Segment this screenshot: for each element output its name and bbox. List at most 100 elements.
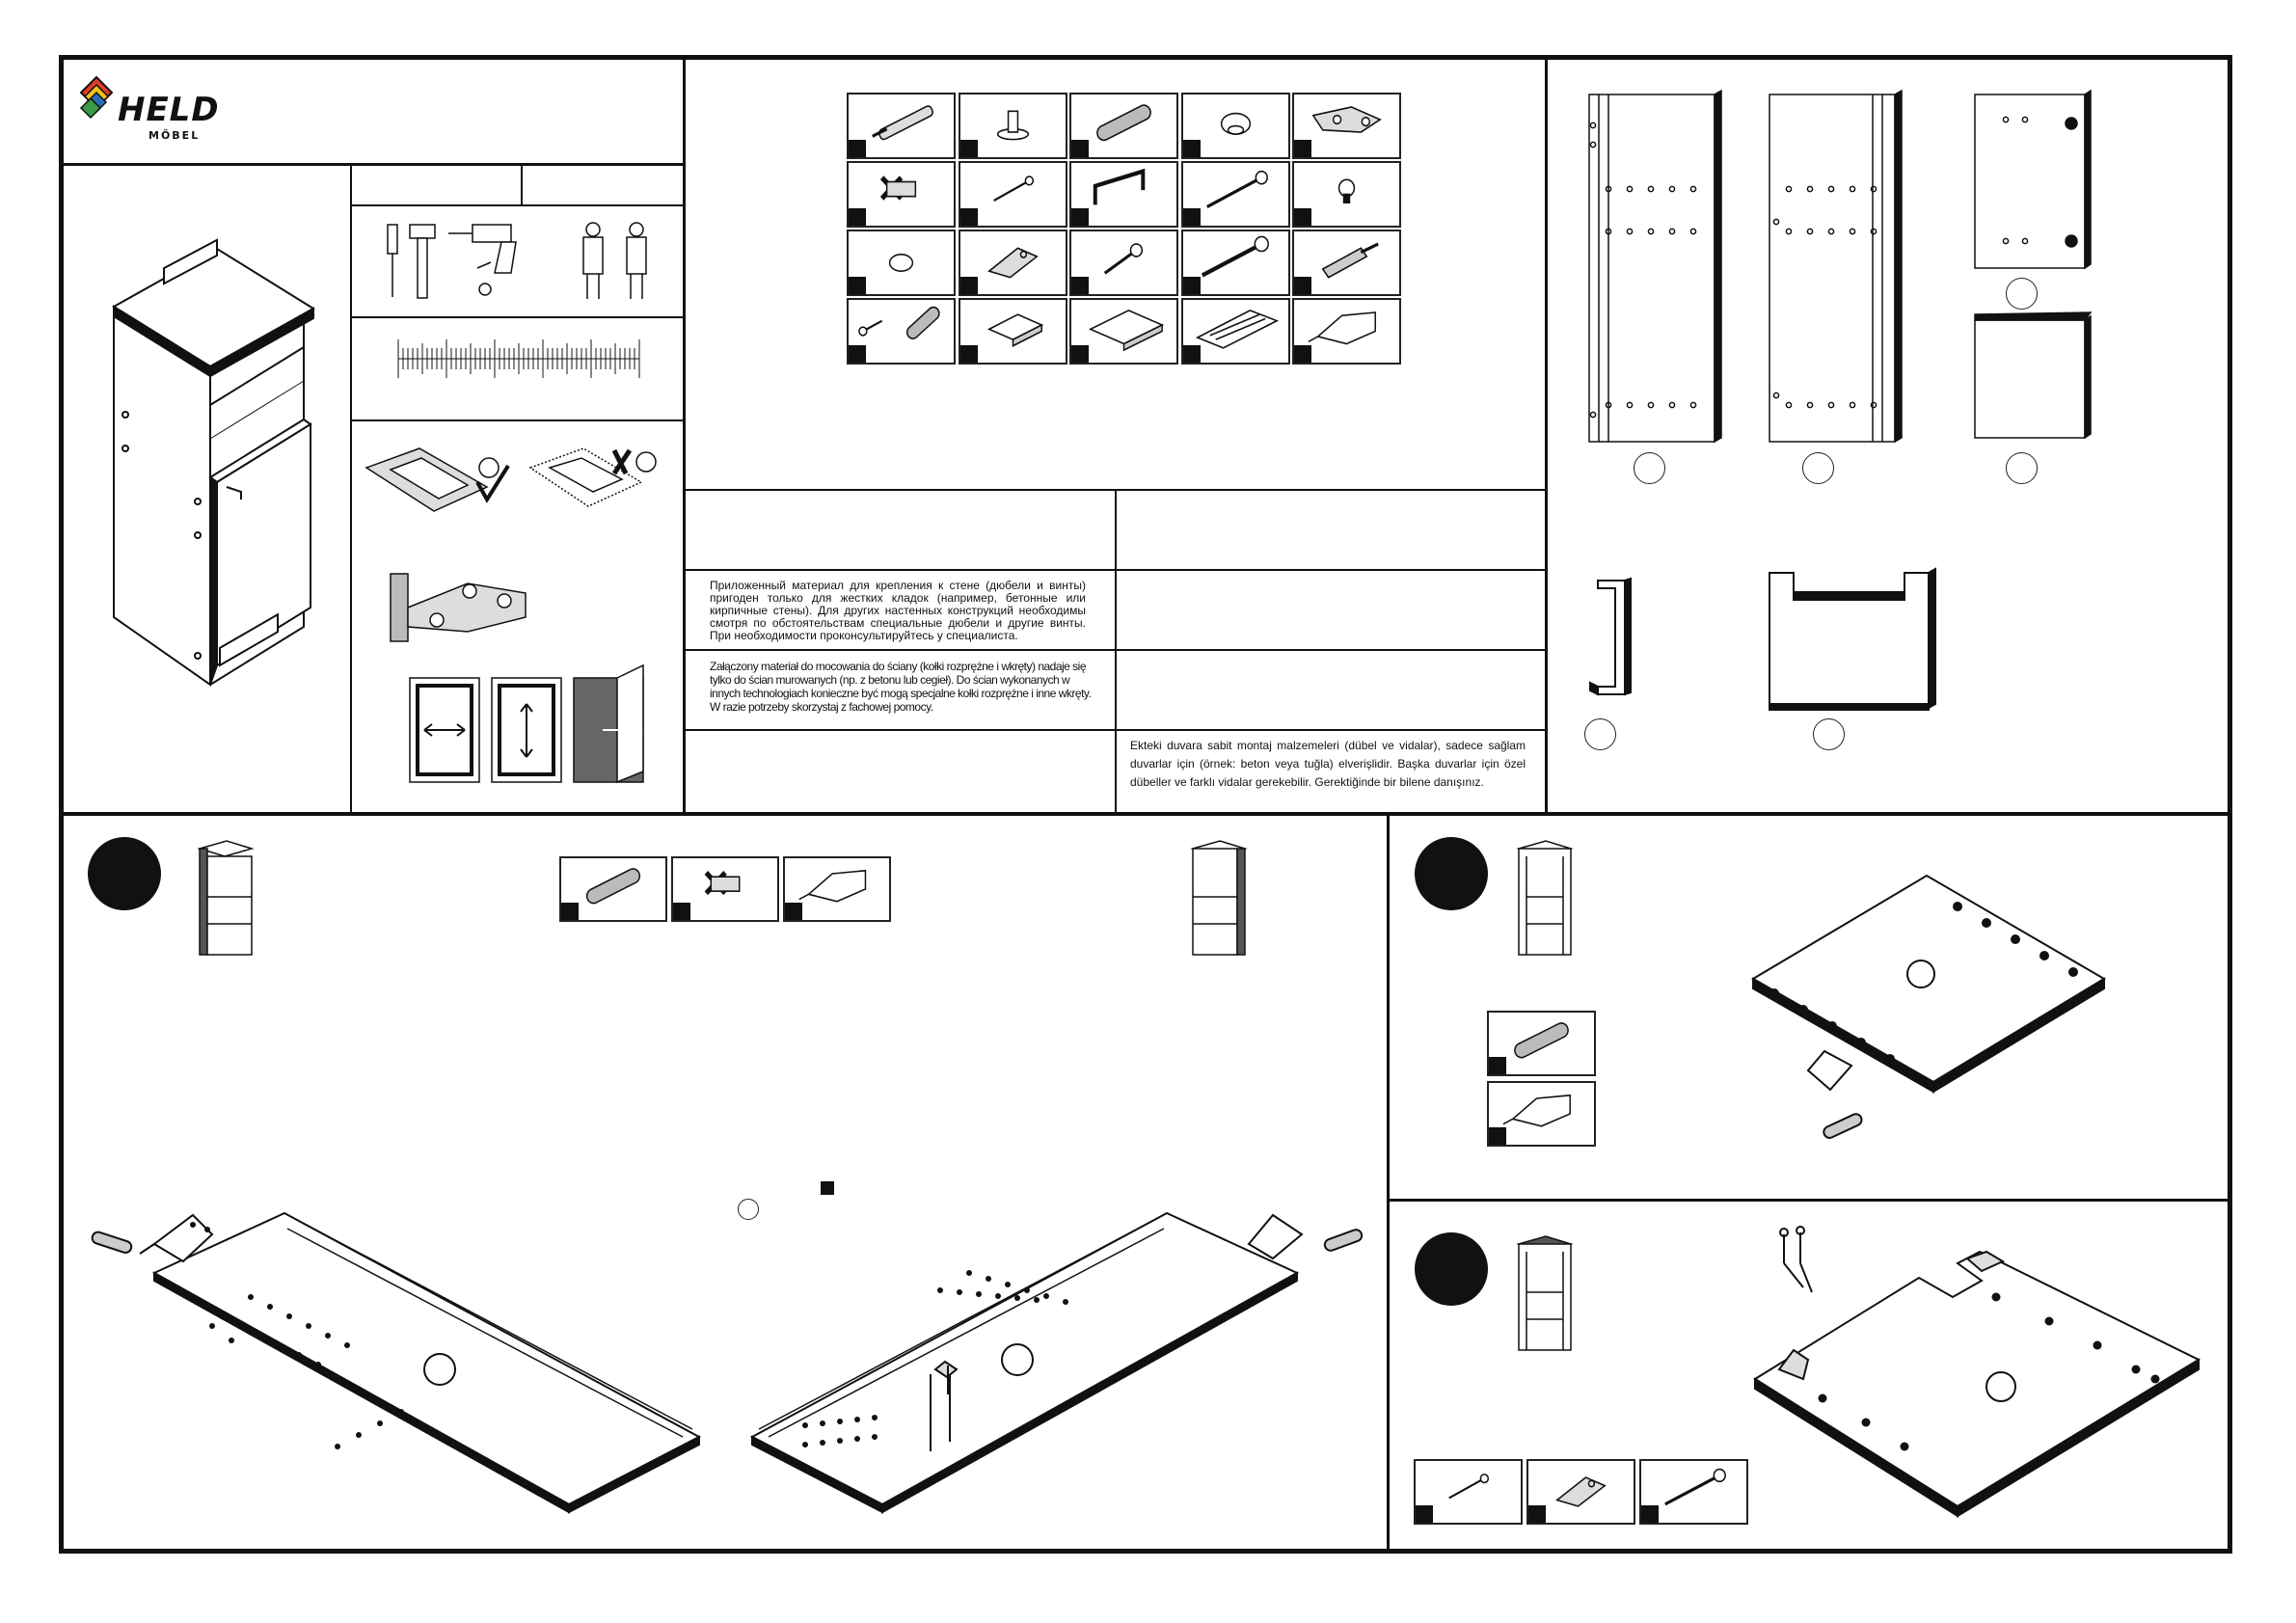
part-marker-side-right xyxy=(1802,452,1834,484)
step-1-qty-marker xyxy=(821,1181,834,1195)
wooden-dowel-icon xyxy=(585,868,641,905)
wood-screw-icon xyxy=(1205,170,1268,208)
drill-icon xyxy=(448,225,516,295)
step-1-marker xyxy=(88,837,161,910)
cabinet-panels xyxy=(1581,87,2102,473)
hardware-cell-2 xyxy=(958,93,1067,159)
wrong-floor-icon xyxy=(530,448,656,506)
instruction-sheet-frame xyxy=(59,55,2232,1554)
part-marker-base xyxy=(1813,718,1845,750)
step-1-part-2 xyxy=(671,856,779,922)
step-2-part-1 xyxy=(1487,1011,1596,1076)
hammer-icon xyxy=(410,225,435,298)
step-1-cabinet-thumb-right xyxy=(1191,839,1249,960)
care-instructions xyxy=(362,439,670,526)
step-2-shelf-assembly xyxy=(1716,868,2112,1157)
quantity-marker xyxy=(1294,208,1311,226)
step-1-part-3 xyxy=(783,856,891,922)
adjust-side-icon xyxy=(410,678,479,782)
divider-tools-split xyxy=(521,166,523,206)
hardware-cell-5 xyxy=(1292,93,1401,159)
hinge-adjustment-guide xyxy=(381,564,670,796)
hardware-cell-16 xyxy=(847,298,956,365)
quantity-marker xyxy=(1182,208,1201,226)
quantity-marker xyxy=(1071,208,1089,226)
cabinet-overview-drawing xyxy=(106,241,323,694)
step-2-part-2 xyxy=(1487,1081,1596,1147)
wooden-dowel-icon xyxy=(1514,1022,1569,1059)
quantity-marker xyxy=(1182,140,1201,157)
quantity-marker xyxy=(1071,345,1089,363)
glue-tube-icon xyxy=(1808,1051,1851,1090)
quantity-marker xyxy=(1294,277,1311,294)
hardware-cell-10 xyxy=(1292,161,1401,228)
hardware-cell-3 xyxy=(1069,93,1178,159)
angle-bracket-icon xyxy=(1779,1252,2003,1379)
quantity-marker xyxy=(849,208,866,226)
wall-mount-notice-pl: Załączony materiał do mocowania do ścian… xyxy=(710,660,1092,714)
vent-grille-medium-icon xyxy=(1088,309,1165,352)
divider-logo xyxy=(61,163,685,166)
quantity-marker xyxy=(1528,1505,1546,1523)
wall-mount-notice-ru: Приложенный материал для крепления к сте… xyxy=(710,579,1086,642)
divider-text-2 xyxy=(685,569,1545,571)
hardware-cell-15 xyxy=(1292,230,1401,296)
handle-icon xyxy=(1093,168,1146,205)
quantity-marker xyxy=(1489,1127,1506,1145)
shelf-panel xyxy=(1975,312,2091,438)
mounting-plate-icon xyxy=(704,871,741,896)
step-3-base-assembly xyxy=(1750,1225,2203,1524)
measuring-ruler xyxy=(398,338,639,381)
quantity-marker xyxy=(1294,345,1311,363)
divider-tools-top xyxy=(350,204,685,206)
divider-lower-h xyxy=(1389,1199,2232,1202)
screw-short-icon xyxy=(1103,243,1144,275)
correct-mat-icon xyxy=(366,448,508,511)
handle-part xyxy=(1590,579,1631,694)
hardware-cell-4 xyxy=(1180,93,1290,159)
hardware-cell-18 xyxy=(1069,298,1178,365)
wood-screw-icon xyxy=(1780,1227,1812,1292)
angle-bracket-icon xyxy=(1555,1476,1607,1507)
wooden-dowel-icon xyxy=(91,1231,133,1254)
angle-bracket-icon xyxy=(986,247,1039,279)
hardware-cell-8 xyxy=(1069,161,1178,228)
divider-v2 xyxy=(1545,58,1548,814)
hardware-cell-9 xyxy=(1180,161,1290,228)
quantity-marker xyxy=(1071,277,1089,294)
small-screw-icon xyxy=(992,176,1034,202)
divider-main xyxy=(61,812,2232,816)
hardware-cell-19 xyxy=(1180,298,1290,365)
quantity-marker xyxy=(1182,277,1201,294)
step-1-part-1 xyxy=(559,856,667,922)
wall-plug-icon xyxy=(1321,242,1379,279)
cover-cap-small-icon xyxy=(888,254,914,272)
tools-row xyxy=(381,220,670,307)
quantity-marker xyxy=(1182,345,1201,363)
hardware-cell-17 xyxy=(958,298,1067,365)
glue-tube-icon xyxy=(140,1215,212,1261)
base-frame-part xyxy=(1769,569,1935,710)
divider-text-mid xyxy=(1115,489,1117,814)
divider-lower-v xyxy=(1387,814,1390,1554)
side-panel-right xyxy=(1769,91,1902,442)
quantity-marker xyxy=(959,345,978,363)
hardware-cell-6 xyxy=(847,161,956,228)
brand-logo: HELD MÖBEL xyxy=(79,75,219,148)
glue-tube-icon xyxy=(1249,1215,1302,1258)
quantity-marker xyxy=(561,903,579,920)
quantity-marker xyxy=(959,140,978,157)
hardware-cell-12 xyxy=(958,230,1067,296)
wood-screw-icon xyxy=(1664,1468,1726,1506)
wooden-dowel-icon xyxy=(1096,104,1151,142)
divider-care-top xyxy=(350,419,685,421)
brand-name: HELD xyxy=(118,91,220,129)
step-1-panel-left xyxy=(87,1205,704,1524)
quantity-marker xyxy=(1416,1505,1433,1523)
hinge-icon xyxy=(391,574,526,641)
hinge-icon xyxy=(1311,106,1382,133)
quantity-marker xyxy=(673,903,690,920)
vent-grille-small-icon xyxy=(986,313,1043,347)
vent-grille-long-icon xyxy=(1195,309,1279,349)
divider-v1 xyxy=(683,58,686,814)
